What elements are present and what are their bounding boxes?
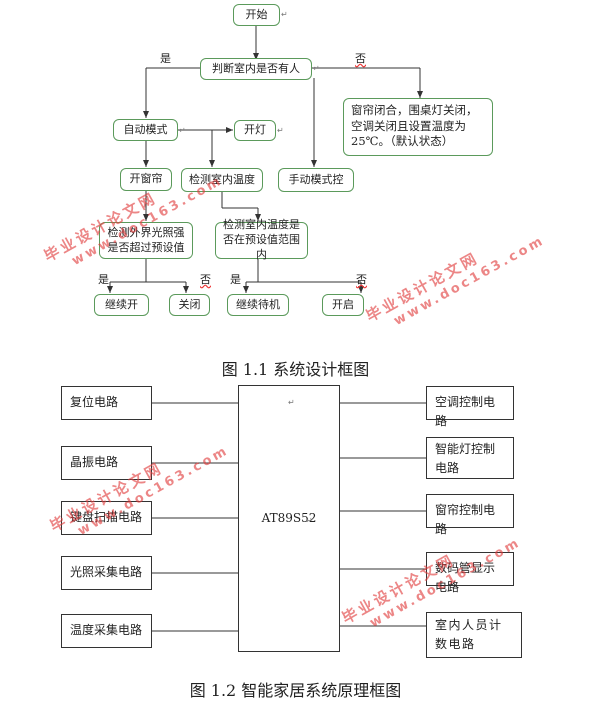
curtain-control-label: 窗帘控制电路 bbox=[435, 503, 496, 537]
figure-caption-2: 图 1.2 智能家居系统原理框图 bbox=[189, 681, 402, 700]
no-label-3: 否 bbox=[356, 273, 367, 286]
people-count-label: 室内人员计数电路 bbox=[435, 618, 503, 652]
no-label-1: 否 bbox=[355, 52, 366, 65]
auto-mode-label: 自动模式 bbox=[123, 122, 168, 136]
keep-open-label: 继续开 bbox=[105, 297, 138, 311]
smart-light-label: 智能灯控制电路 bbox=[435, 442, 496, 475]
keep-standby-label: 继续待机 bbox=[236, 297, 280, 311]
turn-on-label: 开启 bbox=[332, 297, 354, 311]
keyboard-scan-block: 键盘扫描电路 bbox=[61, 501, 152, 535]
yes-label-1: 是 bbox=[160, 52, 171, 65]
smart-light-block: 智能灯控制电路 bbox=[426, 437, 514, 479]
measure-temp-label: 检测室内温度 bbox=[189, 172, 255, 186]
reset-circuit-block: 复位电路 bbox=[61, 386, 152, 420]
mcu-label: AT89S52 bbox=[261, 510, 317, 525]
curtain-control-block: 窗帘控制电路 bbox=[426, 494, 514, 536]
yes-label-3: 是 bbox=[230, 273, 241, 286]
close-label: 关闭 bbox=[178, 297, 201, 311]
manual-mode-label: 手动模式控 bbox=[288, 172, 344, 186]
people-count-block: 室内人员计数电路 bbox=[426, 612, 522, 658]
mark: ↵ bbox=[277, 126, 284, 135]
ac-control-label: 空调控制电路 bbox=[435, 395, 496, 429]
keep-standby-node: 继续待机 bbox=[227, 294, 289, 316]
auto-mode-node: 自动模式 bbox=[113, 119, 178, 141]
close-node: 关闭 bbox=[169, 294, 210, 316]
check-temp-range-label: 检测室内温度是否在预设值范围内 bbox=[223, 218, 300, 261]
display-block: 数码管显示电路 bbox=[426, 552, 514, 594]
crystal-circuit-block: 晶振电路 bbox=[61, 446, 152, 480]
crystal-circuit-label: 晶振电路 bbox=[70, 455, 119, 469]
mark: ↵ bbox=[179, 126, 186, 135]
check-light-node: 检测外界光照强是否超过预设值 bbox=[99, 222, 193, 259]
no-label-2: 否 bbox=[200, 273, 211, 286]
light-sampling-label: 光照采集电路 bbox=[70, 565, 143, 579]
check-person-node: 判断室内是否有人 bbox=[200, 58, 312, 80]
display-label: 数码管显示电路 bbox=[435, 561, 496, 595]
mark: ↵ bbox=[313, 64, 320, 73]
light-on-label: 开灯 bbox=[244, 123, 266, 137]
check-person-label: 判断室内是否有人 bbox=[212, 61, 300, 75]
yes-label-2: 是 bbox=[98, 273, 109, 286]
keyboard-scan-label: 键盘扫描电路 bbox=[70, 510, 143, 524]
start-node: 开始 bbox=[233, 4, 280, 26]
mark: ↵ bbox=[281, 10, 288, 19]
mark: ↵ bbox=[288, 398, 295, 407]
default-state-label: 窗帘闭合，围桌灯关闭，空调关闭且设置温度为25℃。（默认状态） bbox=[351, 103, 478, 149]
keep-open-node: 继续开 bbox=[94, 294, 149, 316]
light-sampling-block: 光照采集电路 bbox=[61, 556, 152, 590]
temp-sampling-block: 温度采集电路 bbox=[61, 614, 152, 648]
check-temp-range-node: 检测室内温度是否在预设值范围内 bbox=[215, 218, 308, 261]
ac-control-block: 空调控制电路 bbox=[426, 386, 514, 428]
open-curtain-label: 开窗帘 bbox=[129, 172, 163, 186]
figure-caption-1: 图 1.1 系统设计框图 bbox=[221, 360, 370, 379]
start-node-label: 开始 bbox=[245, 7, 268, 21]
temp-sampling-label: 温度采集电路 bbox=[70, 623, 143, 637]
mcu-block: AT89S52 bbox=[238, 385, 340, 652]
open-curtain-node: 开窗帘 bbox=[120, 168, 172, 191]
check-light-label: 检测外界光照强是否超过预设值 bbox=[107, 225, 185, 254]
mark: ↵ bbox=[306, 516, 313, 525]
measure-temp-node: 检测室内温度 bbox=[181, 168, 263, 192]
default-state-node: 窗帘闭合，围桌灯关闭，空调关闭且设置温度为25℃。（默认状态） bbox=[343, 98, 493, 156]
reset-circuit-label: 复位电路 bbox=[70, 395, 119, 409]
turn-on-node: 开启 bbox=[322, 294, 364, 316]
light-on-node: 开灯 bbox=[234, 120, 276, 141]
manual-mode-node: 手动模式控 bbox=[278, 168, 354, 192]
